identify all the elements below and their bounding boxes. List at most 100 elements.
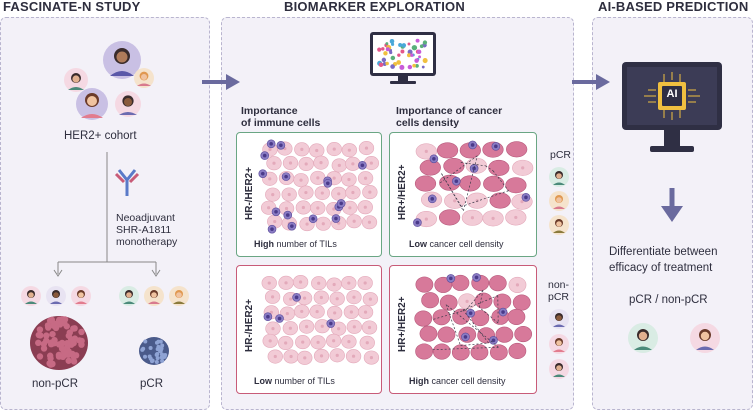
tumor-texture-dot — [70, 358, 78, 365]
cell-nucleus — [289, 354, 293, 359]
scatter-plot-monitor-icon — [370, 32, 436, 84]
cell-distance-line — [433, 309, 467, 320]
scatter-dot — [417, 49, 422, 54]
cell-nucleus — [271, 193, 275, 197]
treatment-line-1: Neoadjuvant — [116, 212, 175, 224]
side-non-pcr-label-line-2: pCR — [548, 291, 570, 303]
immune-cell-nucleus — [430, 197, 435, 201]
cell-nucleus — [332, 147, 336, 151]
cell-nucleus — [298, 280, 303, 284]
cancer-cell — [437, 326, 456, 343]
immune-cell-nucleus — [311, 216, 315, 221]
tumor-texture-dot — [63, 340, 71, 347]
tumor-texture-dot — [156, 339, 161, 344]
cell-nucleus — [514, 215, 518, 220]
immune-cell-nucleus — [277, 316, 282, 321]
cell-nucleus — [367, 220, 372, 224]
immune-cell-nucleus — [468, 311, 473, 316]
tissue-low-tils — [261, 274, 380, 365]
cell-nucleus — [288, 326, 292, 330]
cell-nucleus — [351, 190, 355, 195]
result-patients-icon — [628, 323, 720, 353]
cell-nucleus — [271, 326, 275, 331]
immune-cell-nucleus — [266, 314, 270, 319]
cell-nucleus — [304, 190, 308, 195]
cell-nucleus — [349, 310, 353, 314]
box-high-density-receptor-label: HR+/HER2+ — [397, 296, 408, 352]
immune-cell-nucleus — [454, 179, 459, 184]
cohort-label: HER2+ cohort — [64, 130, 137, 142]
cancer-cell — [414, 310, 433, 327]
tumor-texture-dot — [35, 331, 43, 339]
immune-cell-nucleus — [294, 295, 299, 300]
immune-cell-nucleus — [360, 163, 365, 168]
tumor-texture-dot — [140, 347, 145, 352]
tumor-texture-dot — [61, 319, 68, 327]
tumor-texture-dot — [156, 344, 161, 349]
box-high-tils-receptor-label: HR-/HER2+ — [244, 166, 255, 220]
scatter-dot — [400, 49, 405, 54]
scatter-dot — [399, 64, 405, 70]
immune-cell-nucleus — [328, 321, 333, 326]
cell-nucleus — [289, 297, 293, 301]
cell-nucleus — [465, 299, 469, 304]
box-low-density-receptor-label: HR+/HER2+ — [397, 164, 408, 220]
immune-cell-nucleus — [262, 153, 267, 158]
scatter-dot — [385, 42, 389, 45]
cohort-split-connector — [53, 152, 161, 277]
immune-cell-nucleus — [432, 157, 436, 161]
immune-cell-nucleus — [463, 335, 468, 339]
immune-cell-nucleus — [494, 144, 498, 149]
tumor-texture-dot — [78, 328, 85, 336]
scatter-dot — [406, 53, 411, 58]
immune-cell-nucleus — [472, 166, 476, 171]
tumor-texture-dot — [44, 324, 52, 331]
cell-nucleus — [320, 191, 324, 195]
patient-group-icon — [64, 41, 154, 120]
immune-cell-nucleus — [269, 142, 273, 146]
cell-nucleus — [521, 166, 525, 170]
scatter-dot — [410, 53, 414, 57]
cell-nucleus — [363, 310, 368, 314]
cell-nucleus — [302, 296, 307, 300]
cell-nucleus — [453, 199, 457, 203]
scatter-dot — [407, 64, 413, 70]
cell-nucleus — [316, 176, 320, 180]
cell-nucleus — [320, 324, 324, 328]
cell-distance-line — [492, 170, 509, 191]
cancer-cell — [471, 310, 490, 327]
pcr-patients-icon — [119, 286, 189, 306]
cell-nucleus — [303, 356, 307, 360]
ai-monitor-text: AI — [666, 88, 678, 100]
non-pcr-outcome-label: non-pCR — [32, 378, 79, 390]
tumor-texture-dot — [43, 337, 50, 344]
ai-monitor-icon — [622, 62, 722, 152]
cancer-cell — [438, 209, 461, 226]
box-low-tils-receptor-label: HR-/HER2+ — [244, 298, 255, 352]
non-pcr-patients-icon — [21, 286, 91, 306]
side-pcr-patients-icon — [549, 167, 569, 235]
scatter-dot — [414, 58, 419, 63]
cancer-cell — [495, 326, 514, 343]
cell-nucleus — [315, 148, 319, 153]
cell-nucleus — [369, 161, 373, 165]
scatter-dot — [415, 64, 419, 68]
tissue-high-density — [414, 273, 533, 361]
immune-cell-nucleus — [270, 227, 274, 231]
immune-cell-nucleus — [285, 213, 290, 217]
immune-cell-nucleus — [449, 276, 453, 281]
cell-nucleus — [304, 162, 308, 166]
scatter-dot — [397, 53, 401, 57]
cancer-cell — [488, 159, 510, 176]
cell-nucleus — [470, 216, 475, 220]
immune-cell-nucleus — [290, 224, 294, 228]
treatment-line-3: monotherapy — [116, 236, 178, 248]
cell-distance-line — [461, 190, 509, 207]
cancer-cell — [470, 344, 489, 361]
cell-nucleus — [269, 310, 273, 314]
cell-nucleus — [368, 190, 372, 194]
cell-distance-line — [478, 290, 484, 308]
tissue-low-density — [413, 140, 534, 228]
tumor-texture-dot — [62, 350, 69, 358]
cell-nucleus — [347, 148, 351, 152]
